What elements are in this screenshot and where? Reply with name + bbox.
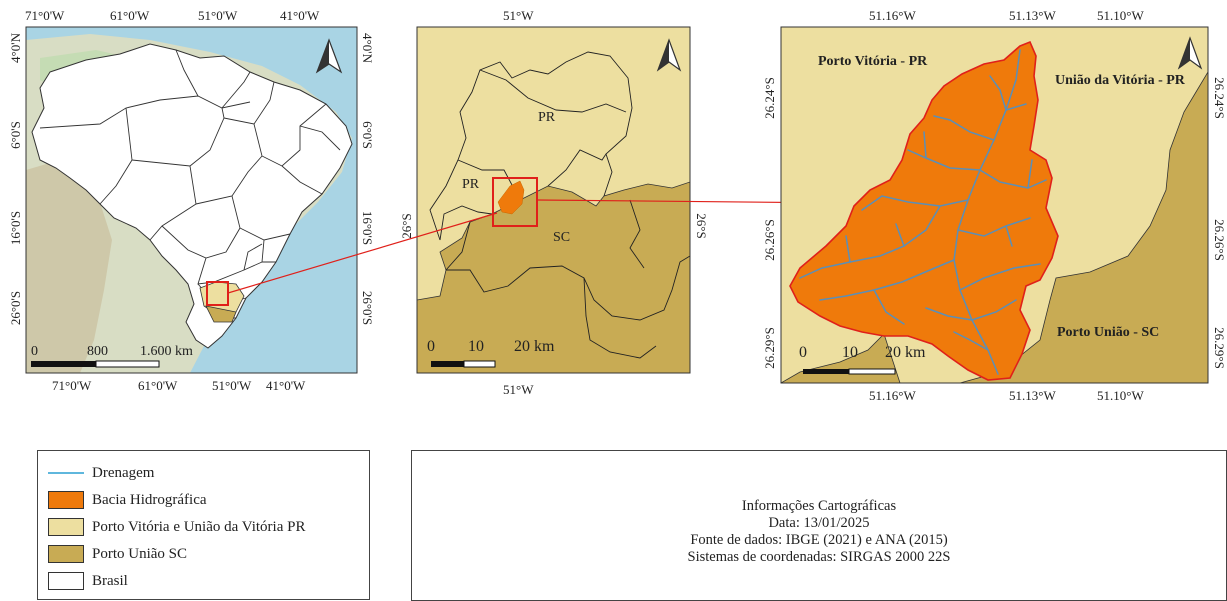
map1-scale-mid: 800	[87, 344, 108, 359]
legend: Drenagem Bacia Hidrográfica Porto Vitóri…	[37, 450, 370, 600]
map3-xtick-bottom-1: 51.16°W	[869, 388, 916, 403]
bacia-swatch	[48, 491, 84, 509]
map3-xtick-bottom-3: 51.10°W	[1097, 388, 1144, 403]
map3-label-porto-vitoria: Porto Vitória - PR	[818, 54, 928, 69]
info-title: Informações Cartográficas	[741, 497, 897, 514]
sc-highlight	[205, 305, 237, 323]
map1-ytick-left-1: 4°0'N	[8, 32, 23, 63]
legend-label: Bacia Hidrográfica	[92, 491, 207, 508]
map2-xtick-bottom: 51°W	[503, 382, 534, 397]
map3-scale-zero: 0	[799, 344, 807, 361]
map1-scale-end: 1.600 km	[140, 344, 193, 359]
north-arrow-icon	[656, 38, 682, 72]
map3-scale-mid: 10	[842, 344, 858, 361]
north-arrow-icon	[315, 38, 343, 74]
drenagem-line-swatch	[48, 464, 84, 482]
cartographic-info-box: Informações Cartográficas Data: 13/01/20…	[411, 450, 1227, 601]
map1-ytick-left-4: 26°0'S	[8, 291, 23, 325]
map3-bacia	[789, 40, 1059, 381]
state-borders	[39, 49, 341, 319]
map1-ytick-right-1: 4°0'N	[360, 33, 375, 64]
andes-relief	[26, 160, 112, 373]
map3-ytick-right-2: 26.26°S	[1212, 219, 1227, 261]
legend-item-porto-vitoria: Porto Vitória e União da Vitória PR	[48, 516, 305, 538]
north-arrow-icon	[1177, 36, 1203, 70]
legend-item-bacia: Bacia Hidrográfica	[48, 489, 207, 511]
map1-xtick-bottom-1: 71°0'W	[52, 378, 92, 393]
map3-scale-end: 20 km	[885, 344, 926, 361]
legend-item-brasil: Brasil	[48, 570, 128, 592]
map2-bacia	[497, 180, 525, 215]
map1-ytick-right-4: 26°0'S	[360, 291, 375, 325]
map2-scale-end: 20 km	[514, 338, 555, 355]
porto-vitoria-swatch	[48, 518, 84, 536]
map3-ytick-left-1: 26.24°S	[762, 77, 777, 119]
map2-label-sc: SC	[553, 230, 570, 245]
info-crs: Sistemas de coordenadas: SIRGAS 2000 22S	[687, 548, 951, 565]
map2-scale-bar: 0 10 20 km	[427, 338, 555, 368]
map1-xtick-bottom-2: 61°0'W	[138, 378, 178, 393]
map3-ytick-left-3: 26.29°S	[762, 327, 777, 369]
map1-xtick-top-1: 71°0'W	[25, 8, 65, 23]
map3-scale-bar: 0 10 20 km	[799, 344, 926, 375]
map3-ytick-right-3: 26.29°S	[1212, 327, 1227, 369]
map3-drenagem	[799, 49, 1047, 375]
map2-ytick-left: 26°S	[399, 213, 414, 238]
map-brazil: 0 800 1.600 km 71°0'W 61°0'W 51°0'W 41°0…	[8, 8, 375, 393]
legend-item-drenagem: Drenagem	[48, 462, 154, 484]
map1-xtick-bottom-3: 51°0'W	[212, 378, 252, 393]
legend-label: Porto União SC	[92, 545, 188, 562]
map3-label-porto-uniao: Porto União - SC	[1057, 325, 1159, 340]
legend-item-porto-uniao: Porto União SC	[48, 543, 187, 565]
map1-xtick-top-2: 61°0'W	[110, 8, 150, 23]
map2-municipal-borders	[429, 51, 690, 359]
map1-xtick-bottom-4: 41°0'W	[266, 378, 306, 393]
map2-label-pr-west: PR	[462, 177, 480, 192]
map-bacia: Porto Vitória - PR União da Vitória - PR…	[762, 8, 1227, 403]
info-source: Fonte de dados: IBGE (2021) e ANA (2015)	[690, 531, 948, 548]
map1-ytick-left-3: 16°0'S	[8, 211, 23, 245]
porto-uniao-swatch	[48, 545, 84, 563]
info-date: Data: 13/01/2025	[768, 514, 870, 531]
map1-xtick-top-3: 51°0'W	[198, 8, 238, 23]
map2-label-pr-north: PR	[538, 110, 556, 125]
map3-ytick-right-1: 26.24°S	[1212, 77, 1227, 119]
map1-selection-box	[206, 281, 229, 306]
map3-label-uniao-vitoria: União da Vitória - PR	[1055, 73, 1186, 88]
brasil-swatch	[48, 572, 84, 590]
legend-label: Drenagem	[92, 464, 155, 481]
map3-sc-region	[959, 71, 1208, 383]
map3-ytick-left-2: 26.26°S	[762, 219, 777, 261]
legend-label: Brasil	[92, 572, 128, 589]
map2-selection-box	[492, 177, 538, 227]
map1-scale-bar: 0 800 1.600 km	[31, 344, 193, 368]
map2-xtick-top: 51°W	[503, 8, 534, 23]
map2-scale-mid: 10	[468, 338, 484, 355]
map1-ytick-right-2: 6°0'S	[360, 121, 375, 149]
map3-xtick-top-3: 51.10°W	[1097, 8, 1144, 23]
map-pr-sc: PR PR SC 0 10 20 km 51°W 51°W 26°S 26°S	[399, 8, 709, 397]
map3-xtick-top-2: 51.13°W	[1009, 8, 1056, 23]
map1-scale-zero: 0	[31, 344, 38, 359]
map3-xtick-bottom-2: 51.13°W	[1009, 388, 1056, 403]
map3-xtick-top-1: 51.16°W	[869, 8, 916, 23]
map2-ytick-right: 26°S	[694, 213, 709, 238]
map1-ytick-right-3: 16°0'S	[360, 211, 375, 245]
map2-scale-zero: 0	[427, 338, 435, 355]
legend-label: Porto Vitória e União da Vitória PR	[92, 518, 306, 535]
map1-xtick-top-4: 41°0'W	[280, 8, 320, 23]
map1-ytick-left-2: 6°0'S	[8, 121, 23, 149]
